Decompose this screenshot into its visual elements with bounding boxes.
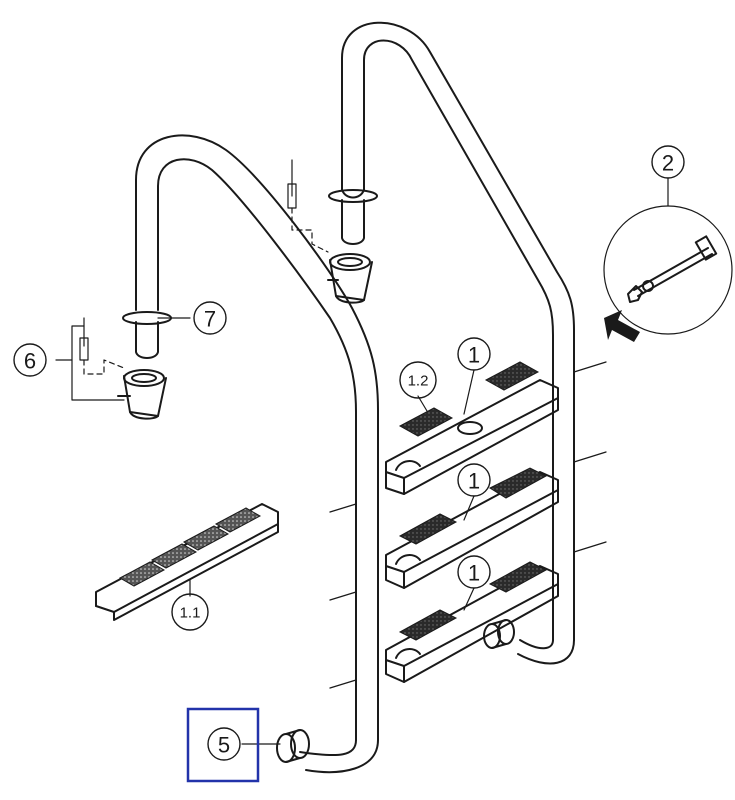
anchor-bolt-left xyxy=(79,317,125,375)
escutcheon-foot-right xyxy=(483,619,515,649)
callout-7: 7 xyxy=(204,307,216,332)
callout-1-low: 1 xyxy=(468,561,480,586)
anchor-cup-right xyxy=(327,253,373,304)
arrow-icon xyxy=(604,310,640,342)
right-handrail xyxy=(328,21,575,665)
callout-2: 2 xyxy=(662,151,674,176)
callout-1-mid: 1 xyxy=(468,469,480,494)
leader-lines xyxy=(55,177,669,745)
detail-bolt-circle xyxy=(603,205,733,335)
anchor-cup-left xyxy=(117,369,167,420)
escutcheon-foot-left xyxy=(276,729,310,763)
callout-5: 5 xyxy=(218,733,230,758)
tread-pads xyxy=(118,361,548,641)
highlight-box xyxy=(186,707,260,783)
step-bolts xyxy=(329,361,607,689)
callout-1-top: 1 xyxy=(468,343,480,368)
step-middle xyxy=(385,471,559,589)
step-bottom xyxy=(385,565,559,683)
callout-6: 6 xyxy=(24,349,36,374)
left-handrail xyxy=(122,134,379,774)
anchor-bolt-right xyxy=(287,159,329,253)
callout-1-1: 1.1 xyxy=(180,605,201,622)
step-top xyxy=(385,379,559,495)
loose-step xyxy=(95,503,279,621)
callout-1-2: 1.2 xyxy=(408,373,429,390)
